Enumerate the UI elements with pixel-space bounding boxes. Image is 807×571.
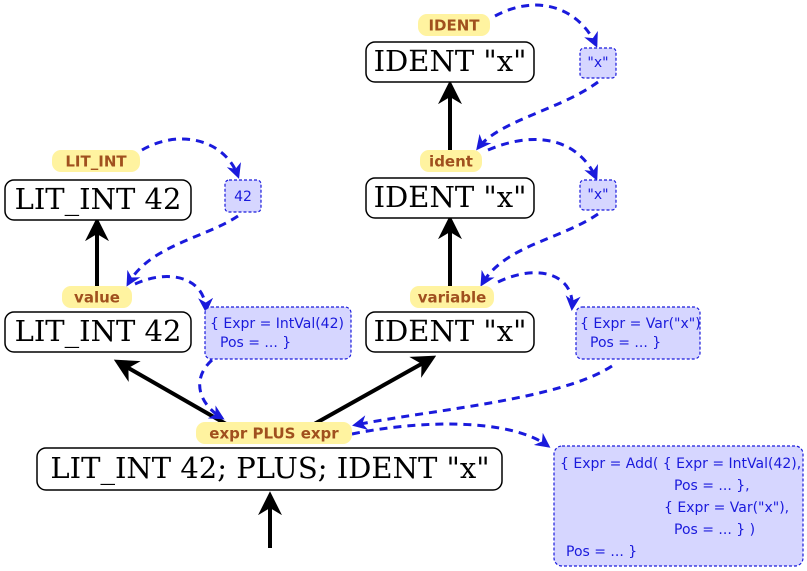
- dataflow-edges: [126, 3, 613, 448]
- value-x-mid: "x": [579, 179, 617, 211]
- edge-bottom-to-lit-low: [113, 359, 241, 434]
- value-line: { Expr = Var("x"),: [664, 500, 789, 516]
- value-line: Pos = ... } ): [674, 522, 755, 538]
- dash-x-mid-to-variable: [480, 212, 599, 287]
- value-line: Pos = ... }: [566, 544, 637, 560]
- dash-42-to-value: [126, 214, 239, 287]
- tree-edges: [85, 80, 462, 548]
- value-line: Pos = ... }: [590, 335, 661, 351]
- dash-expr-to-add: [351, 422, 551, 448]
- rule-ident: ident: [420, 150, 482, 172]
- value-line: { Expr = Add( { Expr = IntVal(42),: [560, 456, 801, 472]
- dash-variable-to-var-value: [497, 271, 581, 311]
- rule-variable: variable: [410, 286, 494, 308]
- dash-lit-token-to-42: [141, 137, 241, 179]
- value-42: 42: [224, 179, 262, 213]
- value-text: "x": [587, 55, 608, 71]
- node-label: LIT_INT 42: [15, 182, 182, 217]
- dash-intval-to-expr: [198, 358, 225, 420]
- node-label: IDENT "x": [374, 180, 527, 214]
- rule-label: variable: [418, 289, 487, 307]
- rule-ident-token: IDENT: [418, 14, 490, 36]
- node-label: IDENT "x": [374, 314, 527, 348]
- value-var: { Expr = Var("x") Pos = ... }: [575, 306, 701, 360]
- dash-value-to-intval: [134, 275, 214, 313]
- value-line: Pos = ... }: [220, 335, 291, 351]
- rule-label: expr PLUS expr: [209, 425, 339, 443]
- value-x-top: "x": [579, 47, 617, 79]
- rule-label: LIT_INT: [65, 153, 127, 171]
- value-text: 42: [234, 189, 252, 205]
- node-label: LIT_INT 42: [15, 314, 182, 349]
- edge-bottom-to-ident-low: [299, 355, 437, 434]
- value-text: "x": [587, 187, 608, 203]
- node-ident-top: IDENT "x": [365, 41, 535, 83]
- value-line: { Expr = IntVal(42): [210, 316, 344, 332]
- rule-lit-int-token: LIT_INT: [52, 150, 140, 172]
- dash-var-value-to-expr: [352, 364, 613, 431]
- node-label: IDENT "x": [374, 44, 527, 78]
- dash-ident-to-x-mid: [487, 137, 598, 181]
- node-label: LIT_INT 42; PLUS; IDENT "x": [50, 451, 489, 486]
- dash-ident-token-to-x: [494, 3, 598, 48]
- node-ident-mid: IDENT "x": [365, 177, 535, 219]
- rule-label: value: [74, 289, 120, 307]
- dash-x-to-ident: [476, 80, 599, 151]
- rule-value: value: [62, 286, 132, 308]
- value-line: Pos = ... },: [674, 478, 750, 494]
- node-lit-top: LIT_INT 42: [4, 179, 192, 221]
- node-bottom: LIT_INT 42; PLUS; IDENT "x": [36, 447, 503, 491]
- rule-label: ident: [429, 153, 473, 171]
- value-line: { Expr = Var("x"): [580, 316, 701, 332]
- node-ident-low: IDENT "x": [365, 311, 535, 353]
- value-add: { Expr = Add( { Expr = IntVal(42), Pos =…: [553, 445, 804, 567]
- node-lit-low: LIT_INT 42: [4, 311, 192, 353]
- rule-expr-plus-expr: expr PLUS expr: [196, 422, 352, 444]
- value-intval: { Expr = IntVal(42) Pos = ... }: [204, 306, 352, 360]
- rule-label: IDENT: [428, 17, 480, 35]
